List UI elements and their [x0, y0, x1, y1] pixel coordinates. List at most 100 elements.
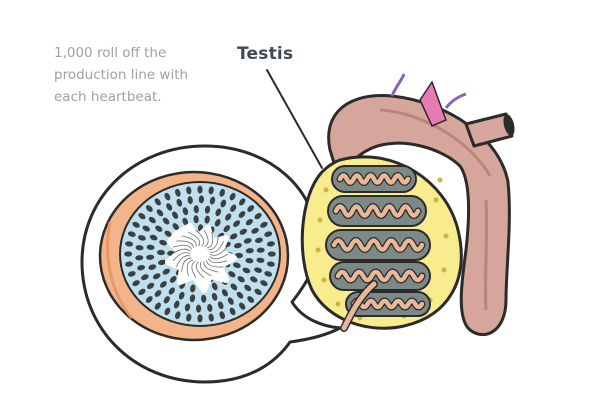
sperm-tail — [208, 235, 219, 251]
testis-body — [300, 155, 463, 332]
sperm-tail — [181, 257, 192, 273]
sperm-cell — [204, 205, 211, 214]
sperm-cell — [237, 276, 245, 283]
sperm-cell — [127, 231, 136, 237]
sperm-cell — [243, 238, 252, 244]
sperm-cell — [162, 268, 170, 275]
sperm-cell — [159, 281, 167, 288]
sperm-cell — [230, 233, 238, 240]
sperm-cell — [198, 195, 205, 204]
sperm-cell — [220, 199, 227, 208]
sperm-cell — [209, 196, 216, 205]
sperm-cell — [141, 274, 149, 281]
sperm-cell — [264, 231, 273, 237]
sperm-cell — [154, 302, 161, 310]
sperm-cell — [138, 212, 146, 220]
sperm-tail — [206, 232, 214, 249]
sperm-cell — [247, 205, 255, 212]
sperm-tail — [195, 261, 205, 279]
sperm-cell — [208, 313, 214, 322]
texture-dot — [317, 217, 323, 223]
sperm-cell — [154, 290, 162, 297]
sperm-cell — [157, 249, 165, 256]
sperm-tail — [209, 246, 228, 256]
epididymis — [327, 73, 515, 337]
texture-dot — [441, 267, 447, 273]
sperm-cell — [266, 261, 275, 267]
sperm-tail — [203, 261, 219, 273]
sperm-cell — [239, 302, 246, 310]
texture-dot — [433, 197, 439, 203]
lobule — [329, 261, 431, 291]
sperm-cell — [148, 264, 157, 270]
lobule — [325, 229, 431, 261]
sperm-cell — [152, 273, 161, 280]
caption-line-1: 1,000 roll off the — [54, 45, 167, 61]
sperm-cell — [256, 247, 265, 253]
sperm-tail — [172, 244, 193, 250]
sperm-cell — [227, 297, 234, 305]
sperm-cell — [214, 219, 221, 227]
sperm-cell — [154, 198, 161, 206]
sperm-cell — [260, 221, 268, 228]
sperm-tail — [195, 229, 205, 247]
sperm-tail — [203, 229, 209, 248]
lobule — [331, 165, 417, 193]
texture-dot — [321, 277, 327, 283]
sperm-cell — [207, 303, 213, 312]
sperm-cell — [132, 280, 140, 287]
sperm-cell — [247, 296, 255, 303]
sperm-tail — [176, 255, 191, 268]
sperm-tail — [181, 235, 197, 247]
sperm-cell — [230, 283, 238, 291]
texture-dot — [323, 187, 329, 193]
sperm-cell — [223, 225, 231, 233]
sperm-cell — [172, 211, 179, 219]
sperm-cell — [127, 271, 136, 277]
sperm-cell — [193, 215, 199, 224]
sperm-cell — [211, 282, 218, 291]
sperm-cell — [251, 227, 259, 234]
sperm-cell — [145, 296, 153, 303]
sperm-cell — [267, 251, 276, 257]
sperm-cell — [164, 230, 172, 237]
sperm-cell — [178, 291, 185, 300]
sperm-cell — [197, 185, 203, 194]
sperm-tail — [207, 258, 228, 264]
sperm-cell — [182, 217, 189, 226]
sperm-cell — [228, 271, 236, 278]
lobule — [345, 291, 431, 317]
sperm-cell — [208, 186, 214, 195]
sperm-cell — [229, 307, 236, 316]
texture-dot — [437, 177, 443, 183]
sperm-cell — [233, 242, 242, 249]
sperm-tail — [199, 261, 212, 277]
sperm-cell — [138, 288, 146, 296]
sperm-cell — [146, 244, 155, 250]
lobule — [327, 195, 427, 227]
sperm-cell — [172, 223, 180, 231]
sperm-cell — [229, 192, 236, 201]
sperm-cell — [168, 287, 175, 295]
sperm-cell — [175, 188, 181, 197]
sperm-cell — [124, 251, 133, 257]
sperm-cell — [164, 307, 171, 316]
tubule-cross-section — [98, 170, 290, 342]
lobules — [325, 165, 431, 317]
sperm-cell — [238, 211, 246, 218]
sperm-cell — [166, 203, 173, 211]
sperm-cell — [169, 275, 177, 283]
testis-label: Testis — [237, 44, 294, 64]
sperm-cell — [186, 186, 192, 195]
sperm-cell — [197, 314, 203, 323]
sperm-cell — [256, 257, 265, 263]
sperm-cell — [137, 264, 146, 271]
sperm-cell — [254, 288, 262, 296]
sperm-cell — [135, 245, 144, 251]
caption-text: 1,000 roll off the production line with … — [54, 42, 234, 108]
sperm-tail — [209, 240, 224, 253]
sperm-cell — [225, 213, 232, 221]
sperm-cell — [193, 205, 199, 214]
texture-dot — [335, 301, 341, 307]
